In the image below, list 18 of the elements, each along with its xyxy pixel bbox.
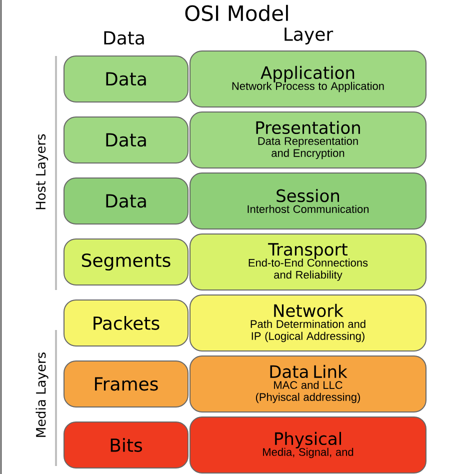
layer-box: Application Network Process to Application [190, 50, 426, 108]
layer-box: Physical Media, Signal, and [190, 416, 426, 474]
data-unit-box: Frames [64, 360, 188, 408]
data-unit-box: Packets [64, 300, 188, 346]
data-unit-box: Segments [64, 238, 188, 286]
layer-box: Data Link MAC and LLC (Phyiscal addressing) [190, 356, 426, 412]
side-label: Host Layers [36, 134, 48, 210]
data-unit-box: Bits [64, 422, 188, 468]
data-unit-box: Data [64, 116, 188, 164]
data-unit-box: Data [64, 178, 188, 224]
column-header: Data [104, 31, 144, 45]
layer-box: Session Interhost Communication [190, 172, 426, 230]
layer-box: Network Path Determination and IP (Logical Addressing) [190, 294, 426, 352]
data-unit-box: Data [64, 56, 188, 102]
side-label: Media Layers [36, 352, 48, 437]
layer-box: Presentation Data Representation and Encryption [190, 112, 426, 168]
layer-box: Transport End-to-End Connections and Reliability [190, 234, 426, 290]
title: OSI Model [185, 4, 288, 22]
